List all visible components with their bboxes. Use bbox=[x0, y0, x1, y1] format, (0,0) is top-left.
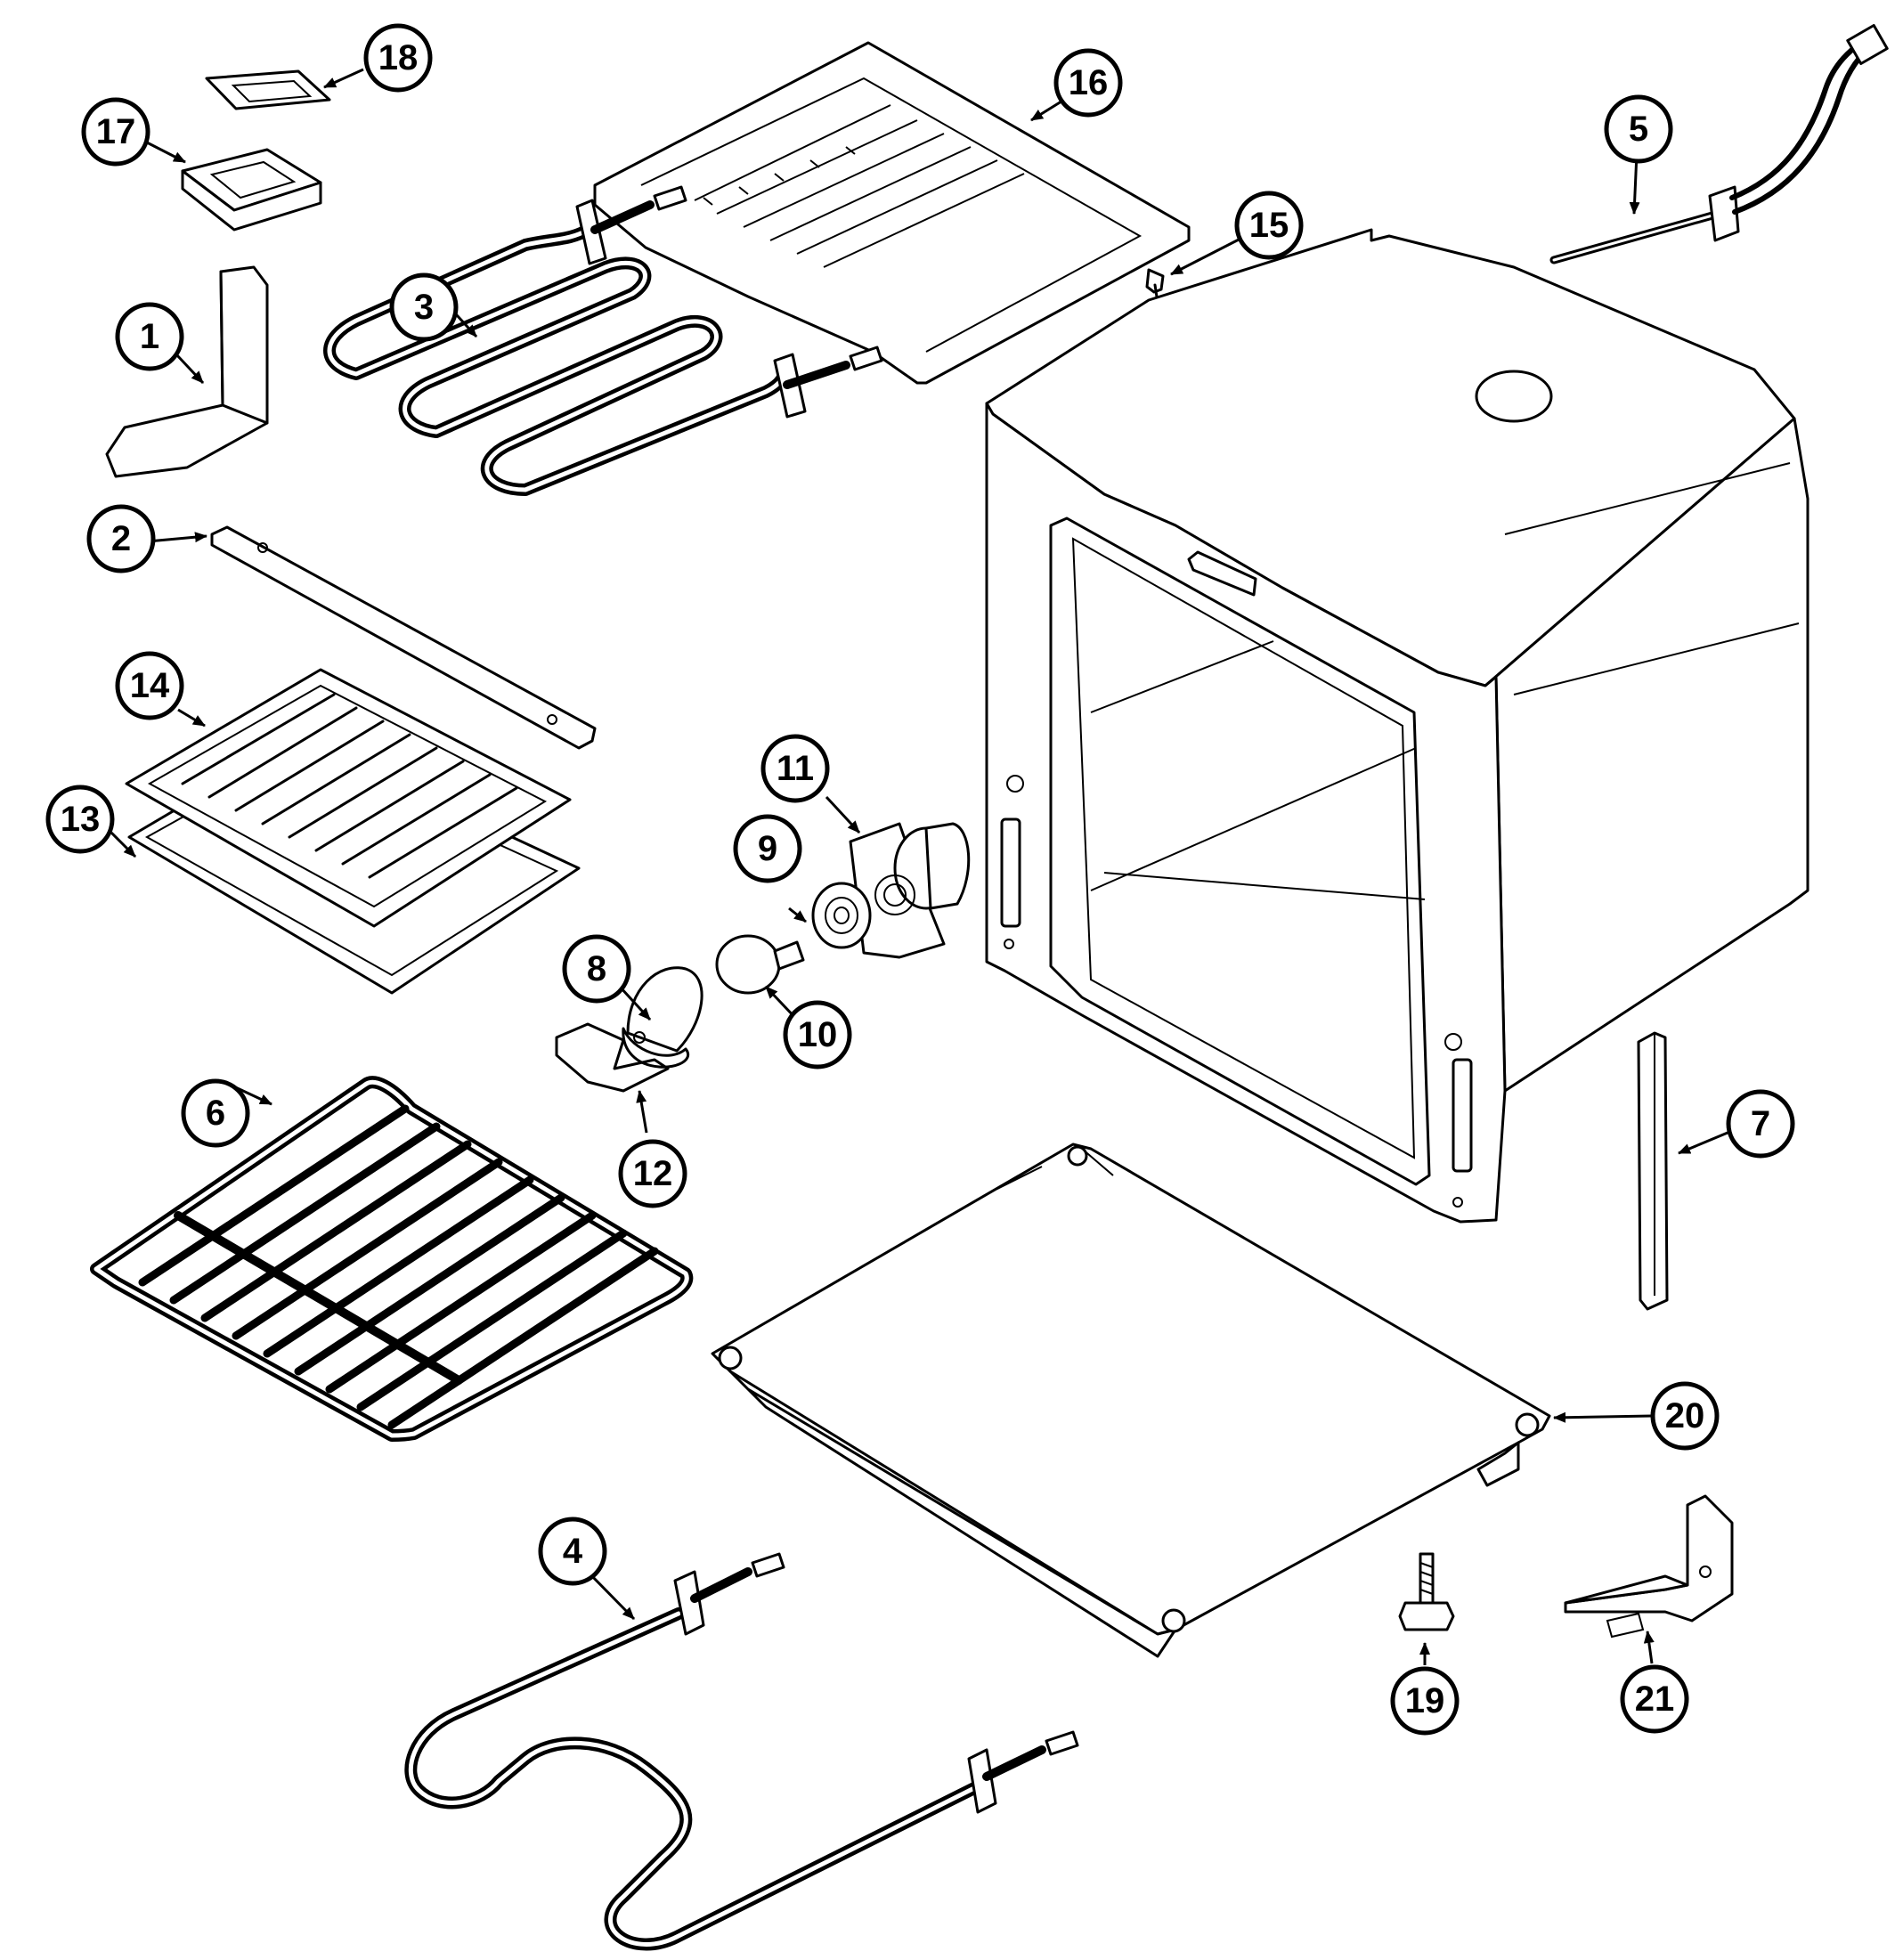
callout-15: 15 bbox=[1234, 191, 1304, 260]
callout-9: 9 bbox=[733, 814, 802, 883]
callout-5: 5 bbox=[1604, 94, 1673, 164]
callout-10: 10 bbox=[783, 1000, 852, 1069]
callout-label-11: 11 bbox=[777, 749, 814, 788]
callout-2: 2 bbox=[86, 504, 156, 573]
callout-label-3: 3 bbox=[414, 288, 434, 327]
part-19-leveling-leg bbox=[1398, 1552, 1455, 1631]
callout-21: 21 bbox=[1620, 1664, 1689, 1734]
callout-20: 20 bbox=[1650, 1381, 1720, 1451]
part-6-oven-rack bbox=[90, 1076, 694, 1442]
part-10-bulb bbox=[715, 934, 805, 995]
callout-17: 17 bbox=[81, 97, 150, 167]
callout-label-16: 16 bbox=[1069, 63, 1109, 102]
callout-label-5: 5 bbox=[1629, 110, 1648, 149]
callout-label-6: 6 bbox=[206, 1094, 225, 1133]
callout-label-13: 13 bbox=[61, 800, 101, 839]
callout-18: 18 bbox=[363, 23, 433, 93]
part-14-broiler-grid bbox=[125, 668, 572, 928]
callout-8: 8 bbox=[562, 934, 631, 1004]
callout-11: 11 bbox=[760, 734, 830, 803]
callout-label-12: 12 bbox=[633, 1154, 673, 1193]
callout-12: 12 bbox=[618, 1139, 687, 1208]
callout-14: 14 bbox=[115, 651, 184, 720]
part-17-vent-block bbox=[181, 148, 322, 232]
callout-label-17: 17 bbox=[96, 112, 136, 151]
part-5-sensor bbox=[1549, 24, 1889, 264]
callout-label-4: 4 bbox=[563, 1532, 583, 1571]
callout-label-19: 19 bbox=[1405, 1681, 1445, 1720]
callout-label-20: 20 bbox=[1665, 1396, 1705, 1435]
part-3-heating-element bbox=[323, 185, 883, 496]
callout-3: 3 bbox=[389, 272, 459, 342]
part-4-bake-element bbox=[404, 1552, 1079, 1951]
callout-label-7: 7 bbox=[1751, 1104, 1770, 1143]
part-18-gasket bbox=[205, 69, 331, 110]
callout-label-8: 8 bbox=[587, 949, 606, 988]
callout-label-21: 21 bbox=[1635, 1679, 1675, 1719]
part-8-lens bbox=[622, 966, 703, 1069]
callout-label-14: 14 bbox=[130, 666, 170, 705]
part-12-clip bbox=[555, 1022, 670, 1093]
oven-cavity bbox=[985, 228, 1809, 1224]
callout-4: 4 bbox=[538, 1517, 607, 1586]
callout-7: 7 bbox=[1726, 1089, 1795, 1159]
callout-13: 13 bbox=[45, 785, 115, 854]
part-21-leveling-bracket bbox=[1564, 1494, 1734, 1639]
callout-19: 19 bbox=[1390, 1666, 1460, 1736]
part-11-lamp-housing bbox=[849, 822, 971, 959]
callout-label-15: 15 bbox=[1249, 206, 1289, 245]
callout-label-18: 18 bbox=[378, 38, 419, 77]
part-16-top-panel bbox=[593, 41, 1191, 385]
part-9-grommet bbox=[811, 882, 872, 949]
callout-label-10: 10 bbox=[798, 1015, 838, 1054]
callout-label-2: 2 bbox=[111, 519, 131, 558]
callout-16: 16 bbox=[1053, 48, 1123, 118]
callout-label-1: 1 bbox=[140, 317, 159, 356]
part-20-bottom-panel bbox=[711, 1143, 1551, 1658]
callout-label-9: 9 bbox=[758, 829, 777, 868]
part-2-strip bbox=[210, 525, 597, 750]
part-1-duct bbox=[105, 265, 269, 478]
callout-6: 6 bbox=[181, 1078, 250, 1148]
callout-1: 1 bbox=[115, 302, 184, 371]
part-7-bracket bbox=[1637, 1031, 1669, 1311]
